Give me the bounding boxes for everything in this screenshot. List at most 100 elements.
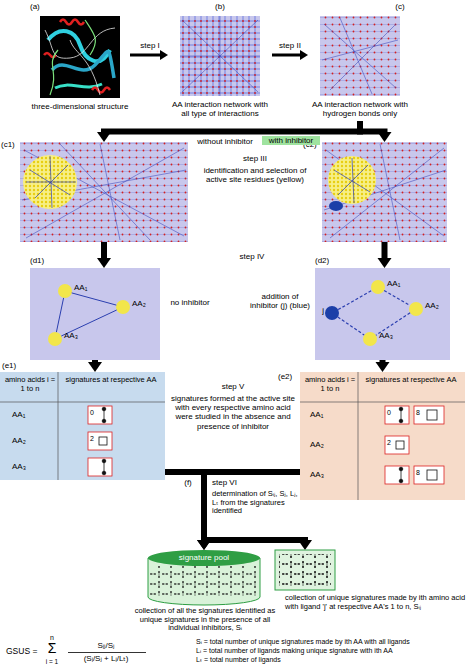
node-label: (c)	[388, 2, 412, 11]
connector-line	[104, 121, 360, 133]
formula-term: GSUS =	[6, 647, 37, 657]
connector-line	[360, 121, 385, 133]
connector	[272, 50, 308, 60]
definition: Lₜ = total number of ligands	[196, 656, 472, 664]
node-label: no inhibitor	[164, 298, 216, 307]
unique-signature-graphs	[279, 554, 331, 586]
connector	[360, 121, 392, 142]
connector	[97, 242, 111, 268]
arrowhead	[197, 540, 211, 550]
residue-node: AA₂	[409, 302, 423, 316]
node-label: AA₂	[132, 299, 158, 308]
loop	[45, 28, 115, 95]
edge-label: with inhibitor	[262, 136, 320, 145]
connector-line	[72, 293, 117, 305]
residue-panel: (d2)addition of inhibitor (j) (blue)jAA₁…	[315, 268, 450, 360]
arrowhead	[97, 258, 111, 268]
table-rule	[300, 372, 465, 500]
definition: Sᵢ = total number of unique signatures m…	[196, 638, 472, 646]
connector	[72, 293, 117, 305]
active-site	[328, 156, 376, 204]
network-ground	[20, 142, 188, 242]
step-label: step IV	[192, 252, 312, 261]
signature-box	[414, 466, 444, 484]
active-site-lines	[26, 156, 76, 208]
arrowhead	[88, 362, 102, 372]
step-description: signatures formed at the active site wit…	[168, 394, 298, 431]
split-arrow	[204, 540, 312, 550]
network-lines	[322, 18, 398, 94]
table-rule	[0, 372, 165, 480]
network-mesh	[180, 16, 260, 96]
signature-count: 0	[387, 409, 395, 417]
protein-structure	[40, 16, 120, 98]
unique-box	[275, 550, 335, 590]
node-label: AA₂	[425, 301, 451, 310]
arrowhead	[376, 362, 390, 372]
connector	[88, 360, 102, 372]
connector	[376, 313, 410, 335]
signature-dot	[399, 407, 403, 411]
node-label: AA₁	[74, 283, 100, 292]
signature-dot	[399, 467, 403, 471]
table-header: signatures at respective AA	[60, 376, 162, 385]
connector	[56, 298, 63, 332]
signature-count: 8	[416, 409, 424, 417]
signature-square	[396, 441, 404, 449]
residue-panel: (d1)no inhibitorAA₁AA₂AA₃	[30, 268, 160, 360]
network-mesh	[322, 142, 447, 242]
split-connector	[204, 540, 305, 541]
residue-node: AA₁	[58, 284, 72, 298]
active-site-network-inhibitor	[322, 142, 447, 242]
signature-dot	[102, 419, 106, 423]
signature-dot	[102, 471, 106, 475]
network-hbond	[320, 16, 400, 96]
residue-node: AA₃	[363, 332, 377, 346]
connector-line	[204, 472, 300, 541]
connector-line	[61, 310, 116, 336]
connector-line	[338, 317, 364, 335]
network-mesh	[20, 142, 188, 242]
connector-line	[376, 313, 410, 335]
connector	[378, 242, 392, 268]
table-cell: AA₁	[310, 410, 340, 419]
connector-line	[384, 291, 410, 306]
structure-ground	[40, 16, 120, 98]
connector	[338, 317, 364, 335]
signature-square	[427, 410, 437, 420]
unique-signatures	[275, 550, 335, 590]
connector-line	[165, 472, 204, 541]
network-ground	[180, 16, 260, 96]
node-label: AA₃	[64, 331, 90, 340]
connector	[384, 291, 410, 306]
signature-dot	[399, 419, 403, 423]
node-label: (a)	[30, 2, 54, 11]
step-label: step VI	[212, 478, 272, 487]
node-label: AA₁	[387, 279, 413, 288]
signature-box	[88, 458, 112, 476]
arrowhead	[97, 132, 111, 142]
edge-label: step I	[132, 41, 168, 50]
signature-dot	[102, 459, 106, 463]
table-cell: AA₂	[310, 440, 340, 449]
inhibitor-node: j	[325, 306, 339, 320]
table-cell: AA₁	[12, 410, 42, 419]
node-label: AA interaction network with hydrogen bon…	[308, 100, 412, 118]
edge-label: without inhibitor	[190, 137, 260, 146]
network-ground	[320, 16, 400, 96]
connector-line	[338, 290, 372, 309]
signature-count: 0	[90, 409, 98, 417]
arrowhead	[378, 132, 392, 142]
signature-pool	[148, 550, 260, 605]
step-label: step V	[168, 382, 298, 391]
connector	[338, 290, 372, 309]
formula-limit: i = 1	[40, 658, 64, 665]
signature-box	[385, 406, 409, 424]
pool-signatures	[150, 566, 258, 596]
connector	[61, 310, 116, 336]
connector	[197, 472, 300, 550]
node-label: AA₃	[379, 331, 405, 340]
table-header: signatures at respective AA	[360, 376, 462, 385]
network-mesh	[320, 16, 400, 96]
